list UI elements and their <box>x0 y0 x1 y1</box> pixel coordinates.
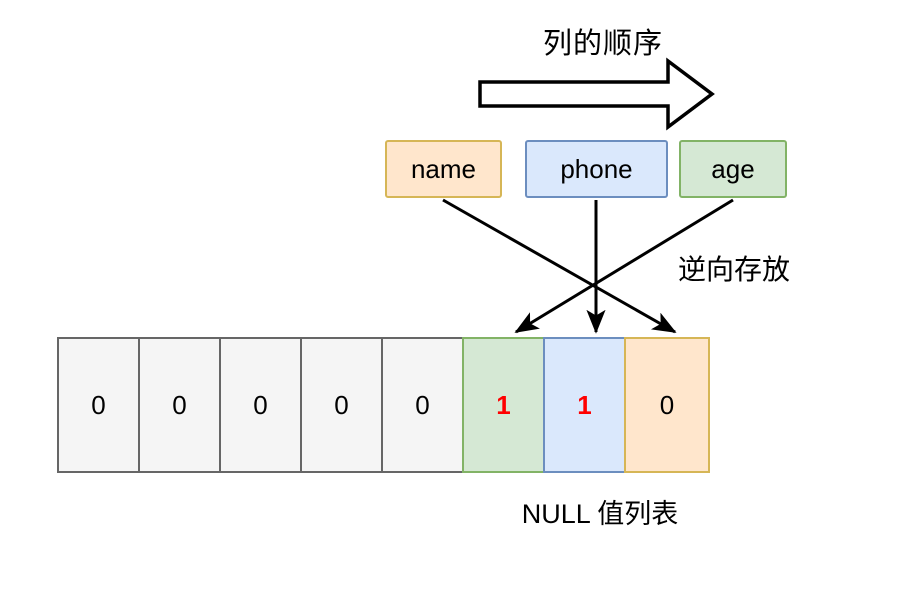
null-bit-value: 1 <box>496 389 511 420</box>
column-label-age: age <box>711 153 755 184</box>
null-bitmap-row: 0 0 0 0 0 1 1 0 <box>57 337 710 473</box>
null-bit-value: 0 <box>172 389 187 420</box>
column-order-title: 列的顺序 <box>542 28 663 60</box>
null-bit-cell-name[interactable]: 0 <box>624 337 710 473</box>
big-right-arrow-icon <box>478 57 715 131</box>
null-bit-value: 0 <box>659 389 675 420</box>
column-box-phone[interactable]: phone <box>525 140 668 198</box>
null-bit-value: 1 <box>577 389 592 420</box>
null-bit-cell-phone[interactable]: 1 <box>543 337 626 473</box>
null-bit-value: 0 <box>415 389 430 420</box>
column-order-arrow <box>472 55 720 133</box>
null-bit-cell[interactable]: 0 <box>138 337 221 473</box>
null-bit-value: 0 <box>334 389 349 420</box>
column-box-age[interactable]: age <box>679 140 787 198</box>
null-bit-cell[interactable]: 0 <box>57 337 140 473</box>
connector-name-to-orange <box>442 198 677 334</box>
null-bit-cell[interactable]: 0 <box>300 337 383 473</box>
null-bit-cell-age[interactable]: 1 <box>462 337 545 473</box>
null-bit-value: 0 <box>253 389 268 420</box>
null-bit-cell[interactable]: 0 <box>381 337 464 473</box>
column-label-name: name <box>410 153 477 184</box>
null-bit-value: 0 <box>91 389 106 420</box>
column-box-name[interactable]: name <box>385 140 502 198</box>
null-bit-cell[interactable]: 0 <box>219 337 302 473</box>
reverse-storage-label: 逆向存放 <box>678 254 791 285</box>
null-list-caption: NULL 值列表 <box>521 499 679 529</box>
column-label-phone: phone <box>560 153 633 184</box>
